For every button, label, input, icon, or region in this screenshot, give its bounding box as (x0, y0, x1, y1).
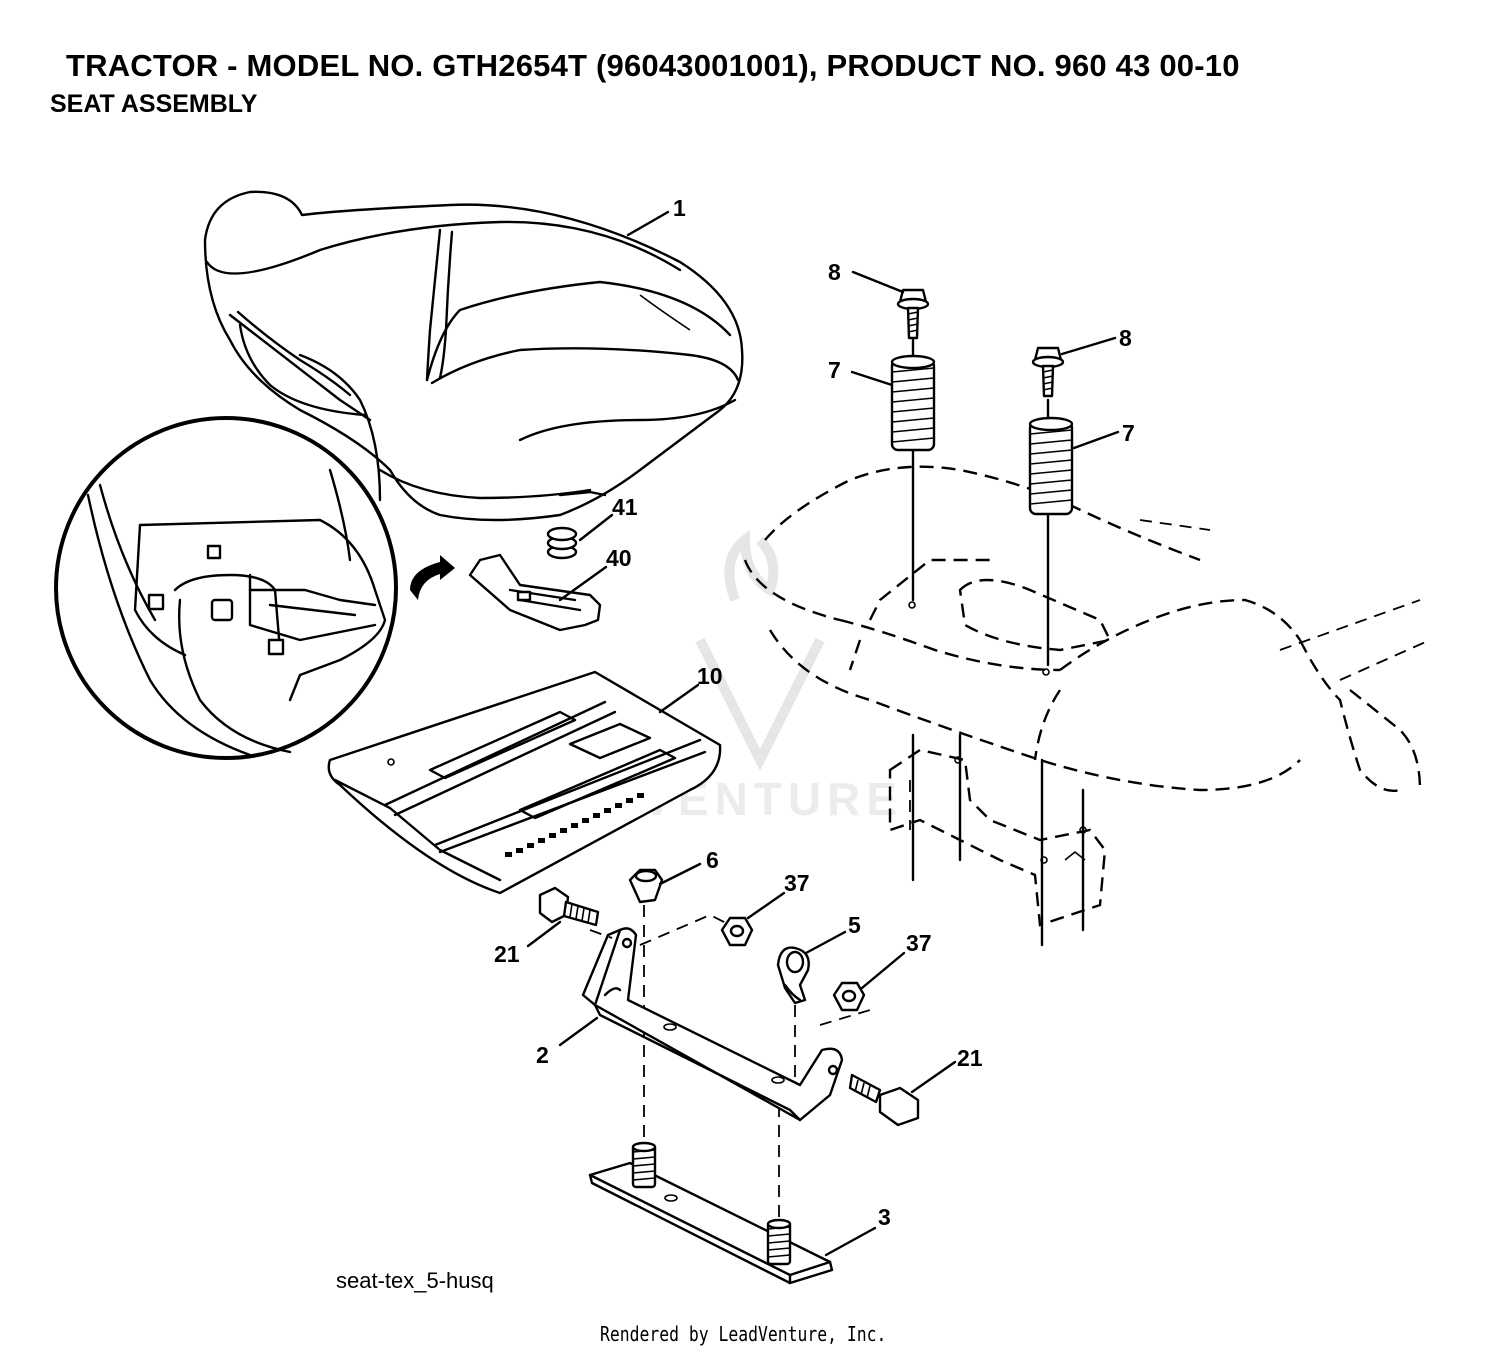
svg-text:21: 21 (494, 941, 520, 967)
spring-part-7-left[interactable] (890, 354, 936, 452)
svg-text:40: 40 (606, 545, 632, 571)
svg-text:37: 37 (906, 930, 932, 956)
callout-2[interactable]: 2 (536, 1016, 599, 1068)
seat-bracket-part-2[interactable] (581, 927, 844, 1122)
diagram-code: seat-tex_5-husq (336, 1268, 494, 1293)
seat-pan-slots (505, 793, 644, 857)
bolt-part-8-right[interactable] (1031, 346, 1065, 398)
svg-text:8: 8 (828, 259, 841, 285)
svg-text:7: 7 (1122, 420, 1135, 446)
callout-7-left[interactable]: 7 (828, 357, 894, 387)
detail-pointer-arrow (410, 555, 455, 600)
nut-part-37-lower[interactable] (832, 981, 866, 1012)
page-title: TRACTOR - MODEL NO. GTH2654T (9604300100… (66, 48, 1240, 83)
detail-magnifier-circle (54, 353, 398, 760)
bolt-part-21-right[interactable] (848, 1073, 920, 1127)
svg-text:2: 2 (536, 1042, 549, 1068)
callout-3[interactable]: 3 (824, 1204, 891, 1257)
svg-text:6: 6 (706, 847, 719, 873)
callout-37-lower[interactable]: 37 (860, 930, 932, 990)
footer-credit: Rendered by LeadVenture, Inc. (600, 1322, 887, 1346)
spring-part-41[interactable] (546, 526, 578, 560)
spring-part-7-right[interactable] (1028, 416, 1074, 516)
svg-text:1: 1 (673, 195, 686, 221)
clip-part-5[interactable] (776, 946, 810, 1005)
callout-21-right[interactable]: 21 (910, 1045, 983, 1094)
svg-text:7: 7 (828, 357, 841, 383)
callout-8-right[interactable]: 8 (1060, 325, 1132, 356)
svg-text:37: 37 (784, 870, 810, 896)
svg-text:21: 21 (957, 1045, 983, 1071)
callout-37-upper[interactable]: 37 (746, 870, 810, 920)
nut-part-37-upper[interactable] (720, 916, 754, 947)
svg-text:10: 10 (697, 663, 723, 689)
callout-10[interactable]: 10 (658, 663, 723, 714)
bolt-part-8-left[interactable] (896, 288, 930, 340)
clip-part-40[interactable] (468, 553, 602, 632)
seat-part-1[interactable] (203, 190, 744, 522)
svg-text:5: 5 (848, 912, 861, 938)
svg-text:3: 3 (878, 1204, 891, 1230)
callout-21-left[interactable]: 21 (494, 920, 562, 967)
fender-bracket-outline (888, 748, 1107, 927)
page-subtitle: SEAT ASSEMBLY (50, 90, 258, 118)
callout-7-right[interactable]: 7 (1072, 420, 1135, 450)
callout-41[interactable]: 41 (578, 494, 638, 542)
svg-text:41: 41 (612, 494, 638, 520)
nut-part-6[interactable] (628, 868, 664, 904)
bolt-part-21-left[interactable] (538, 886, 600, 927)
stud-plate-part-3[interactable] (588, 1141, 834, 1285)
fender-outline (743, 465, 1431, 792)
part-callouts: 1 8 8 7 7 41 4 (494, 195, 1135, 1257)
callout-8-left[interactable]: 8 (828, 259, 905, 294)
seat-pan-part-10[interactable] (327, 670, 722, 895)
callout-6[interactable]: 6 (658, 847, 719, 886)
callout-1[interactable]: 1 (626, 195, 686, 237)
callout-40[interactable]: 40 (558, 545, 632, 602)
callout-5[interactable]: 5 (804, 912, 861, 955)
svg-text:8: 8 (1119, 325, 1132, 351)
